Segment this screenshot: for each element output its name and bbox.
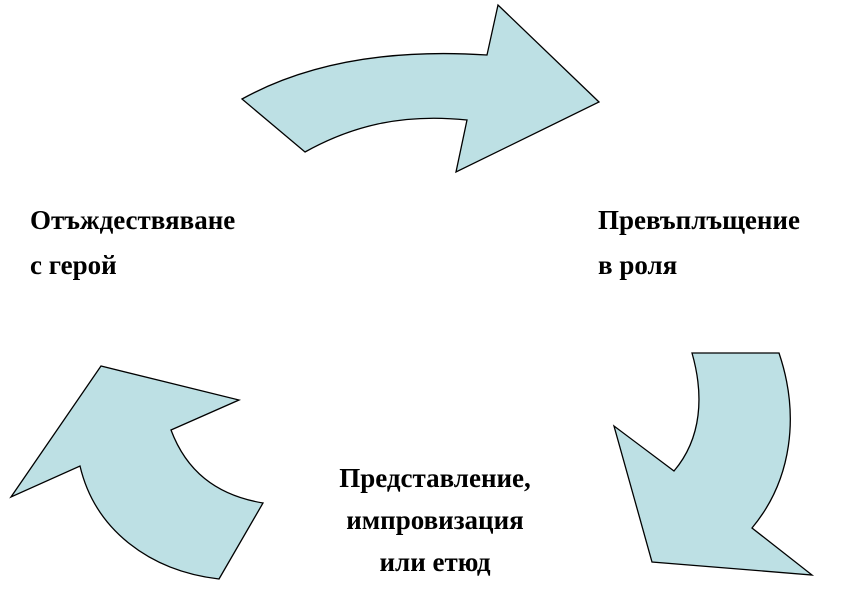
node-label-line: Представление,: [339, 463, 531, 493]
node-label-line: Превъплъщение: [598, 205, 800, 235]
node-label-line: с герой: [30, 250, 117, 280]
node-label-performance: Представление, импровизация или етюд: [290, 457, 580, 583]
node-label-line: или етюд: [379, 547, 491, 577]
node-label-identification: Отъждествяване с герой: [30, 198, 235, 288]
node-label-embodiment: Превъплъщение в роля: [598, 198, 800, 288]
arrow-left: [9, 365, 265, 580]
node-label-line: в роля: [598, 250, 678, 280]
arrow-right: [612, 352, 815, 576]
arrow-top: [240, 3, 601, 174]
node-label-line: Отъждествяване: [30, 205, 236, 235]
node-label-line: импровизация: [346, 505, 524, 535]
